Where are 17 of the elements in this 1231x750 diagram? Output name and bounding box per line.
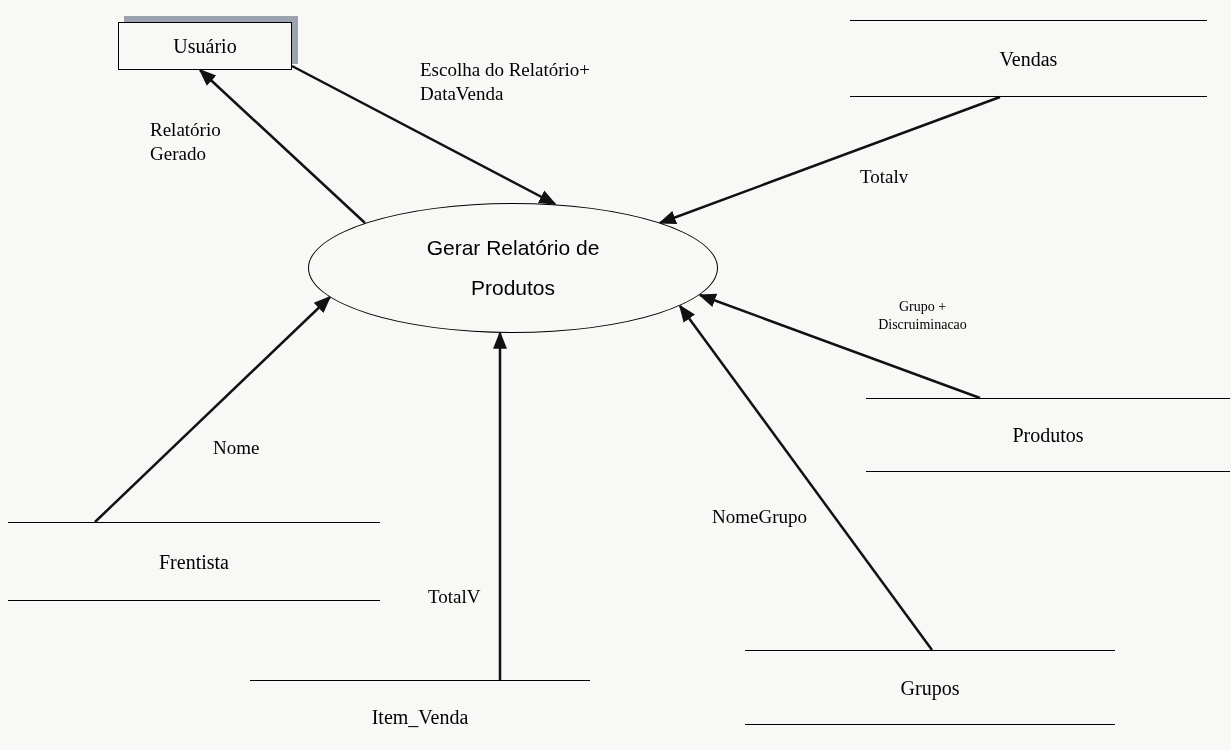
node-label: Grupos xyxy=(900,675,960,702)
node-label: Usuário xyxy=(173,34,237,59)
arrow xyxy=(198,68,366,224)
arrow xyxy=(698,293,981,400)
node-label: Item_Venda xyxy=(371,705,469,730)
arrow xyxy=(658,95,1001,225)
arrow xyxy=(678,304,933,651)
data-store xyxy=(850,20,1207,97)
data-store xyxy=(8,522,380,601)
data-store xyxy=(866,398,1230,472)
node-label: Vendas xyxy=(999,46,1058,72)
node-label: Produtos xyxy=(1012,423,1084,448)
data-store xyxy=(745,650,1115,725)
node-label: Frentista xyxy=(159,549,229,575)
node-label: Gerar Relatório de Produtos xyxy=(425,235,601,301)
arrow xyxy=(94,295,332,523)
arrow xyxy=(493,331,507,680)
